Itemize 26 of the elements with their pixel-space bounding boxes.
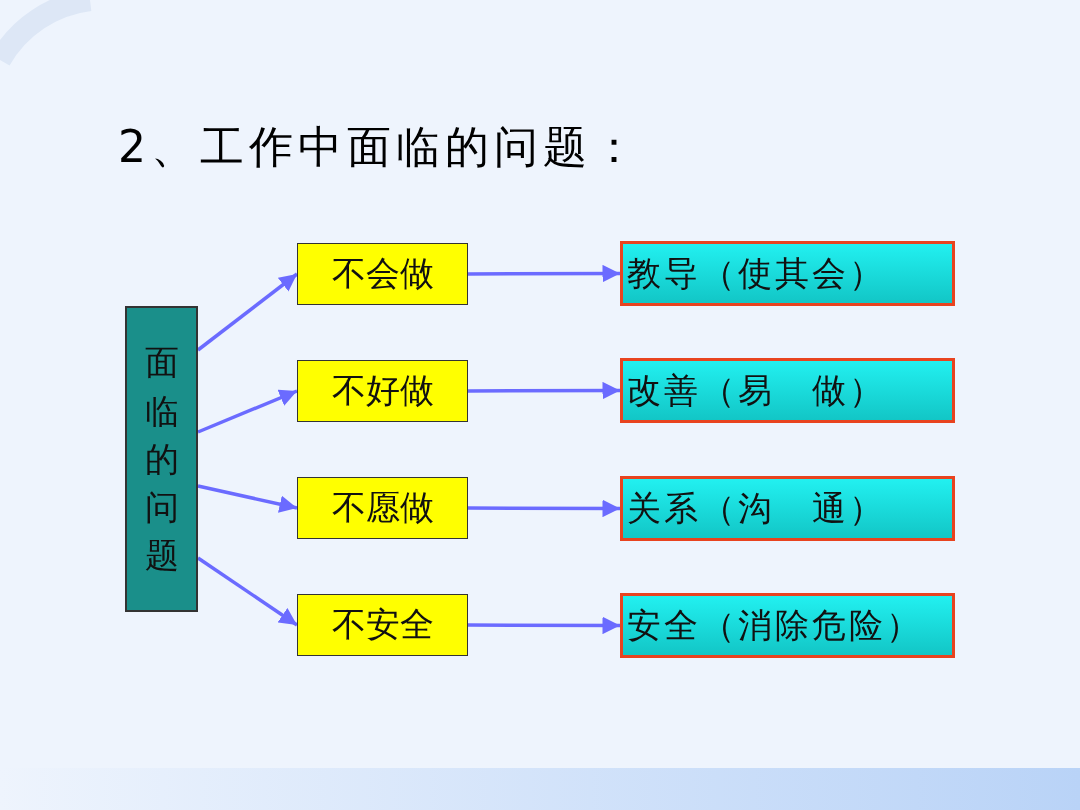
- box-label: 安全（消除危险）: [627, 603, 923, 647]
- problem-box: [297, 477, 468, 539]
- problem-box: [297, 360, 468, 422]
- box-label: 教导（使其会）: [627, 251, 886, 295]
- box-label: 不愿做: [331, 486, 434, 529]
- slide-title: 2、工作中面临的问题：: [118, 120, 641, 174]
- solution-box: [620, 358, 955, 423]
- problem-box: [297, 594, 468, 656]
- topic-box: [125, 306, 198, 612]
- arrow: [197, 389, 298, 434]
- arrow: [468, 499, 620, 518]
- solution-box: [620, 593, 955, 658]
- box-label: 不安全: [331, 603, 434, 646]
- box-label: 不会做: [331, 252, 434, 295]
- arrow: [197, 556, 298, 627]
- solution-box: [620, 476, 955, 541]
- arrow: [468, 264, 620, 283]
- box-label: 不好做: [331, 369, 434, 412]
- arrow: [468, 616, 620, 635]
- box-label: 关系（沟 通）: [627, 486, 886, 530]
- problem-box: [297, 243, 468, 305]
- arrow: [468, 381, 620, 400]
- arrow: [197, 484, 298, 513]
- box-label: 改善（易 做）: [627, 368, 886, 412]
- box-label: 面临的问题: [144, 341, 179, 578]
- solution-box: [620, 241, 955, 306]
